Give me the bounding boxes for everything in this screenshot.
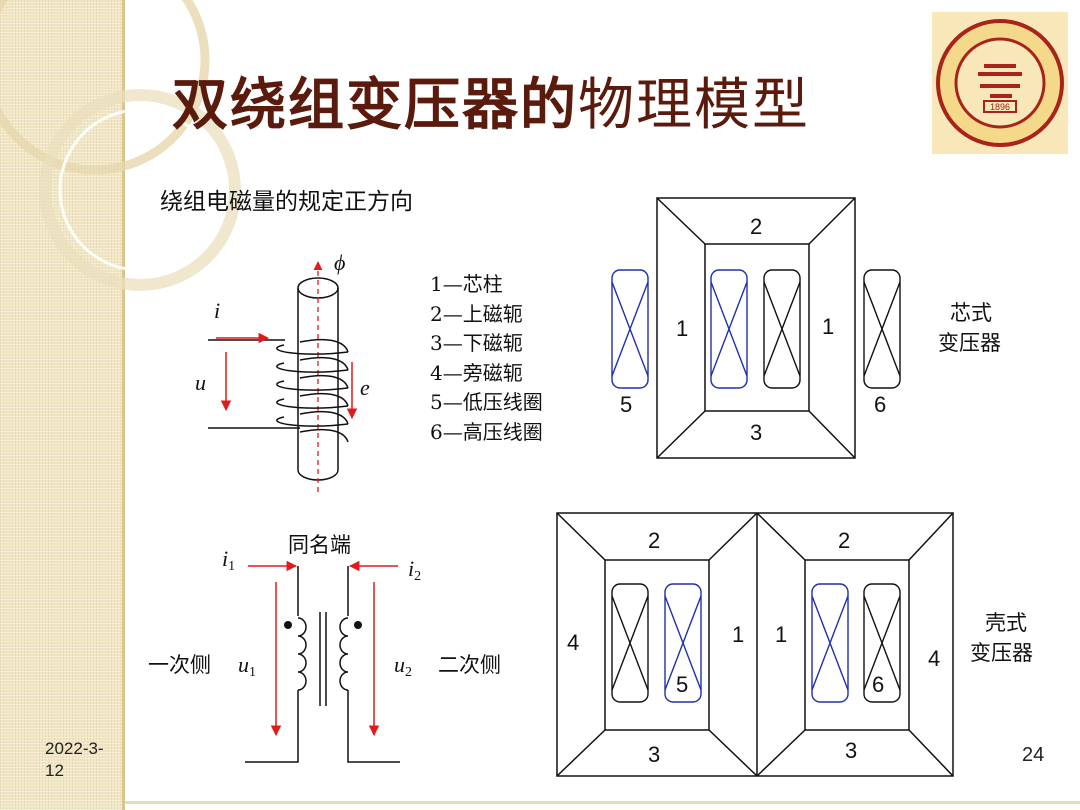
footer-rule [125, 801, 1080, 804]
label-core-limb: 1 [822, 314, 834, 339]
legend-item: 3—下磁轭 [430, 331, 523, 355]
transformer-circuit-diagram: 同名端 i1 i2 一次侧 u1 u2 二次侧 [148, 533, 501, 763]
label-upper-yoke: 2 [648, 528, 660, 553]
u1-label: u1 [238, 652, 256, 680]
legend-item: 4—旁磁轭 [430, 360, 523, 385]
i2-label: i2 [408, 556, 421, 584]
label-core-limb: 1 [775, 622, 787, 647]
i1-label: i1 [222, 546, 235, 574]
current-label: i [214, 298, 220, 323]
legend-item: 1—芯柱 [430, 272, 503, 296]
label-lower-yoke: 3 [750, 420, 762, 445]
coil-on-core-diagram: ϕ i u e [195, 250, 370, 492]
title-regular-part: 物理模型 [578, 73, 810, 138]
sidebar-edge [122, 0, 125, 810]
title-bold-part: 双绕组变压器的 [172, 72, 578, 138]
component-legend: 1—芯柱 2—上磁轭 3—下磁轭 4—旁磁轭 5—低压线圈 6—高压线圈 [430, 270, 543, 447]
emf-label: e [360, 375, 370, 400]
page-number: 24 [1022, 744, 1045, 766]
logo-year: 1896 [990, 102, 1010, 112]
slide-date: 2022-3-12 [45, 739, 104, 780]
lv-coil [611, 269, 748, 389]
label-side-yoke: 4 [928, 646, 940, 671]
dot-terminal-label: 同名端 [288, 533, 351, 557]
label-upper-yoke: 2 [838, 528, 850, 553]
primary-side-label: 一次侧 [148, 653, 211, 677]
label-core-limb: 1 [676, 316, 688, 341]
label-side-yoke: 4 [567, 630, 579, 655]
label-lv-coil: 5 [676, 672, 688, 697]
page-title: 双绕组变压器的物理模型 [172, 60, 810, 141]
subtitle: 绕组电磁量的规定正方向 [160, 189, 413, 215]
core-type-transformer-diagram: 2 3 1 1 5 6 芯式 变压器 [611, 197, 1001, 459]
shell-type-label: 变压器 [970, 641, 1033, 665]
u2-label: u2 [394, 652, 412, 680]
decorative-rings [0, 0, 241, 291]
polarity-dot [354, 621, 362, 629]
coil-winding [276, 344, 349, 427]
core-type-label: 变压器 [938, 331, 1001, 355]
label-lower-yoke: 3 [648, 742, 660, 767]
hv-coil [763, 269, 901, 389]
legend-item: 5—低压线圈 [430, 390, 543, 414]
legend-item: 6—高压线圈 [430, 419, 543, 444]
label-hv-coil: 6 [874, 392, 886, 417]
label-hv-coil: 6 [872, 672, 884, 697]
voltage-label: u [195, 370, 206, 395]
label-core-limb: 1 [732, 622, 744, 647]
label-lv-coil: 5 [620, 392, 632, 417]
shell-type-label: 壳式 [985, 611, 1027, 635]
label-lower-yoke: 3 [845, 738, 857, 763]
core-type-label: 芯式 [950, 301, 992, 325]
label-upper-yoke: 2 [750, 214, 762, 239]
polarity-dot [284, 621, 292, 629]
shell-type-transformer-diagram: 2 2 3 3 4 4 1 1 5 6 壳式 变压器 [556, 512, 1033, 777]
flux-label: ϕ [334, 250, 345, 275]
secondary-side-label: 二次侧 [438, 653, 501, 677]
university-seal-logo: 1896 [932, 12, 1068, 154]
legend-item: 2—上磁轭 [430, 301, 523, 326]
